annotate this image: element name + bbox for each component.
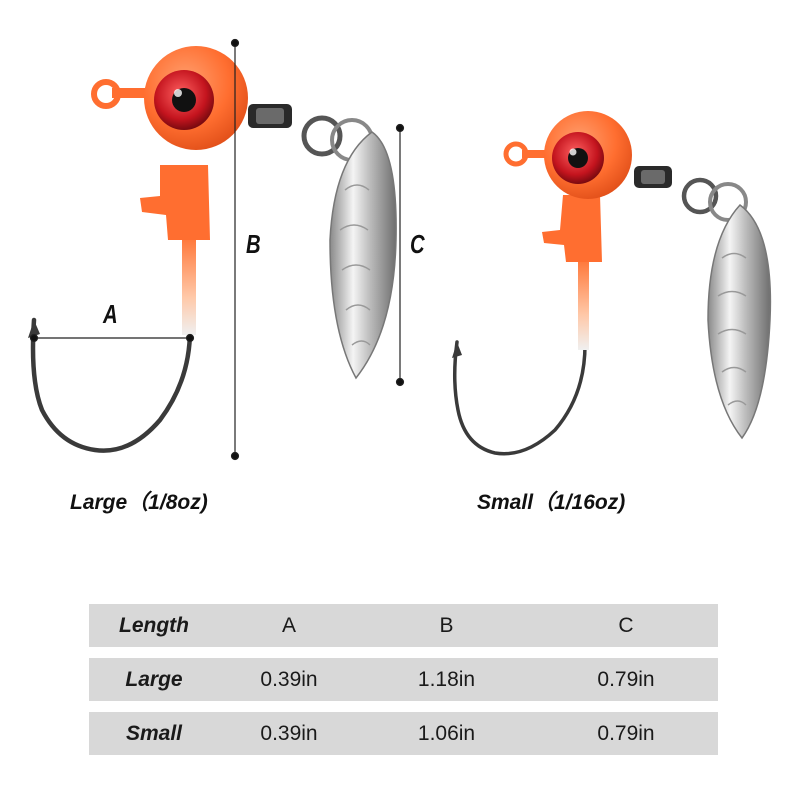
header-a-text: A — [281, 613, 296, 637]
dimension-label-a: A — [103, 299, 118, 329]
header-cell-length: Length — [119, 613, 189, 637]
table-cell: 1.06in — [417, 721, 476, 745]
row-label-large: Large — [125, 667, 183, 691]
header-c-text: C — [618, 613, 634, 637]
dimension-label-b: B — [246, 229, 261, 259]
small-hook — [452, 340, 587, 456]
table-cell: 1.18in — [417, 667, 476, 691]
small-blade — [707, 203, 772, 440]
large-jig — [28, 46, 397, 453]
table-header-row: Length A B C — [89, 604, 718, 647]
small-jig — [452, 111, 772, 456]
row-label-small: Small — [125, 721, 183, 745]
header-cell-a: A — [219, 614, 359, 638]
spec-table: Length A B C Large 0.39in 1.18in 0.79in … — [89, 604, 718, 766]
dimension-label-c: C — [410, 229, 425, 259]
header-cell-b: B — [359, 614, 534, 638]
caption-large: Large（1/8oz) — [70, 491, 208, 514]
large-blade — [329, 131, 397, 380]
table-cell: 0.39in — [260, 721, 318, 745]
large-hook — [30, 317, 193, 453]
table-cell: 0.39in — [260, 667, 318, 691]
caption-small: Small（1/16oz) — [477, 491, 626, 514]
table-row: Large 0.39in 1.18in 0.79in — [89, 658, 718, 701]
header-cell-c: C — [534, 614, 718, 638]
header-b-text: B — [439, 613, 454, 637]
table-cell: 0.79in — [597, 721, 655, 745]
table-cell: 0.79in — [597, 667, 655, 691]
table-row: Small 0.39in 1.06in 0.79in — [89, 712, 718, 755]
dimension-lines — [29, 38, 405, 461]
